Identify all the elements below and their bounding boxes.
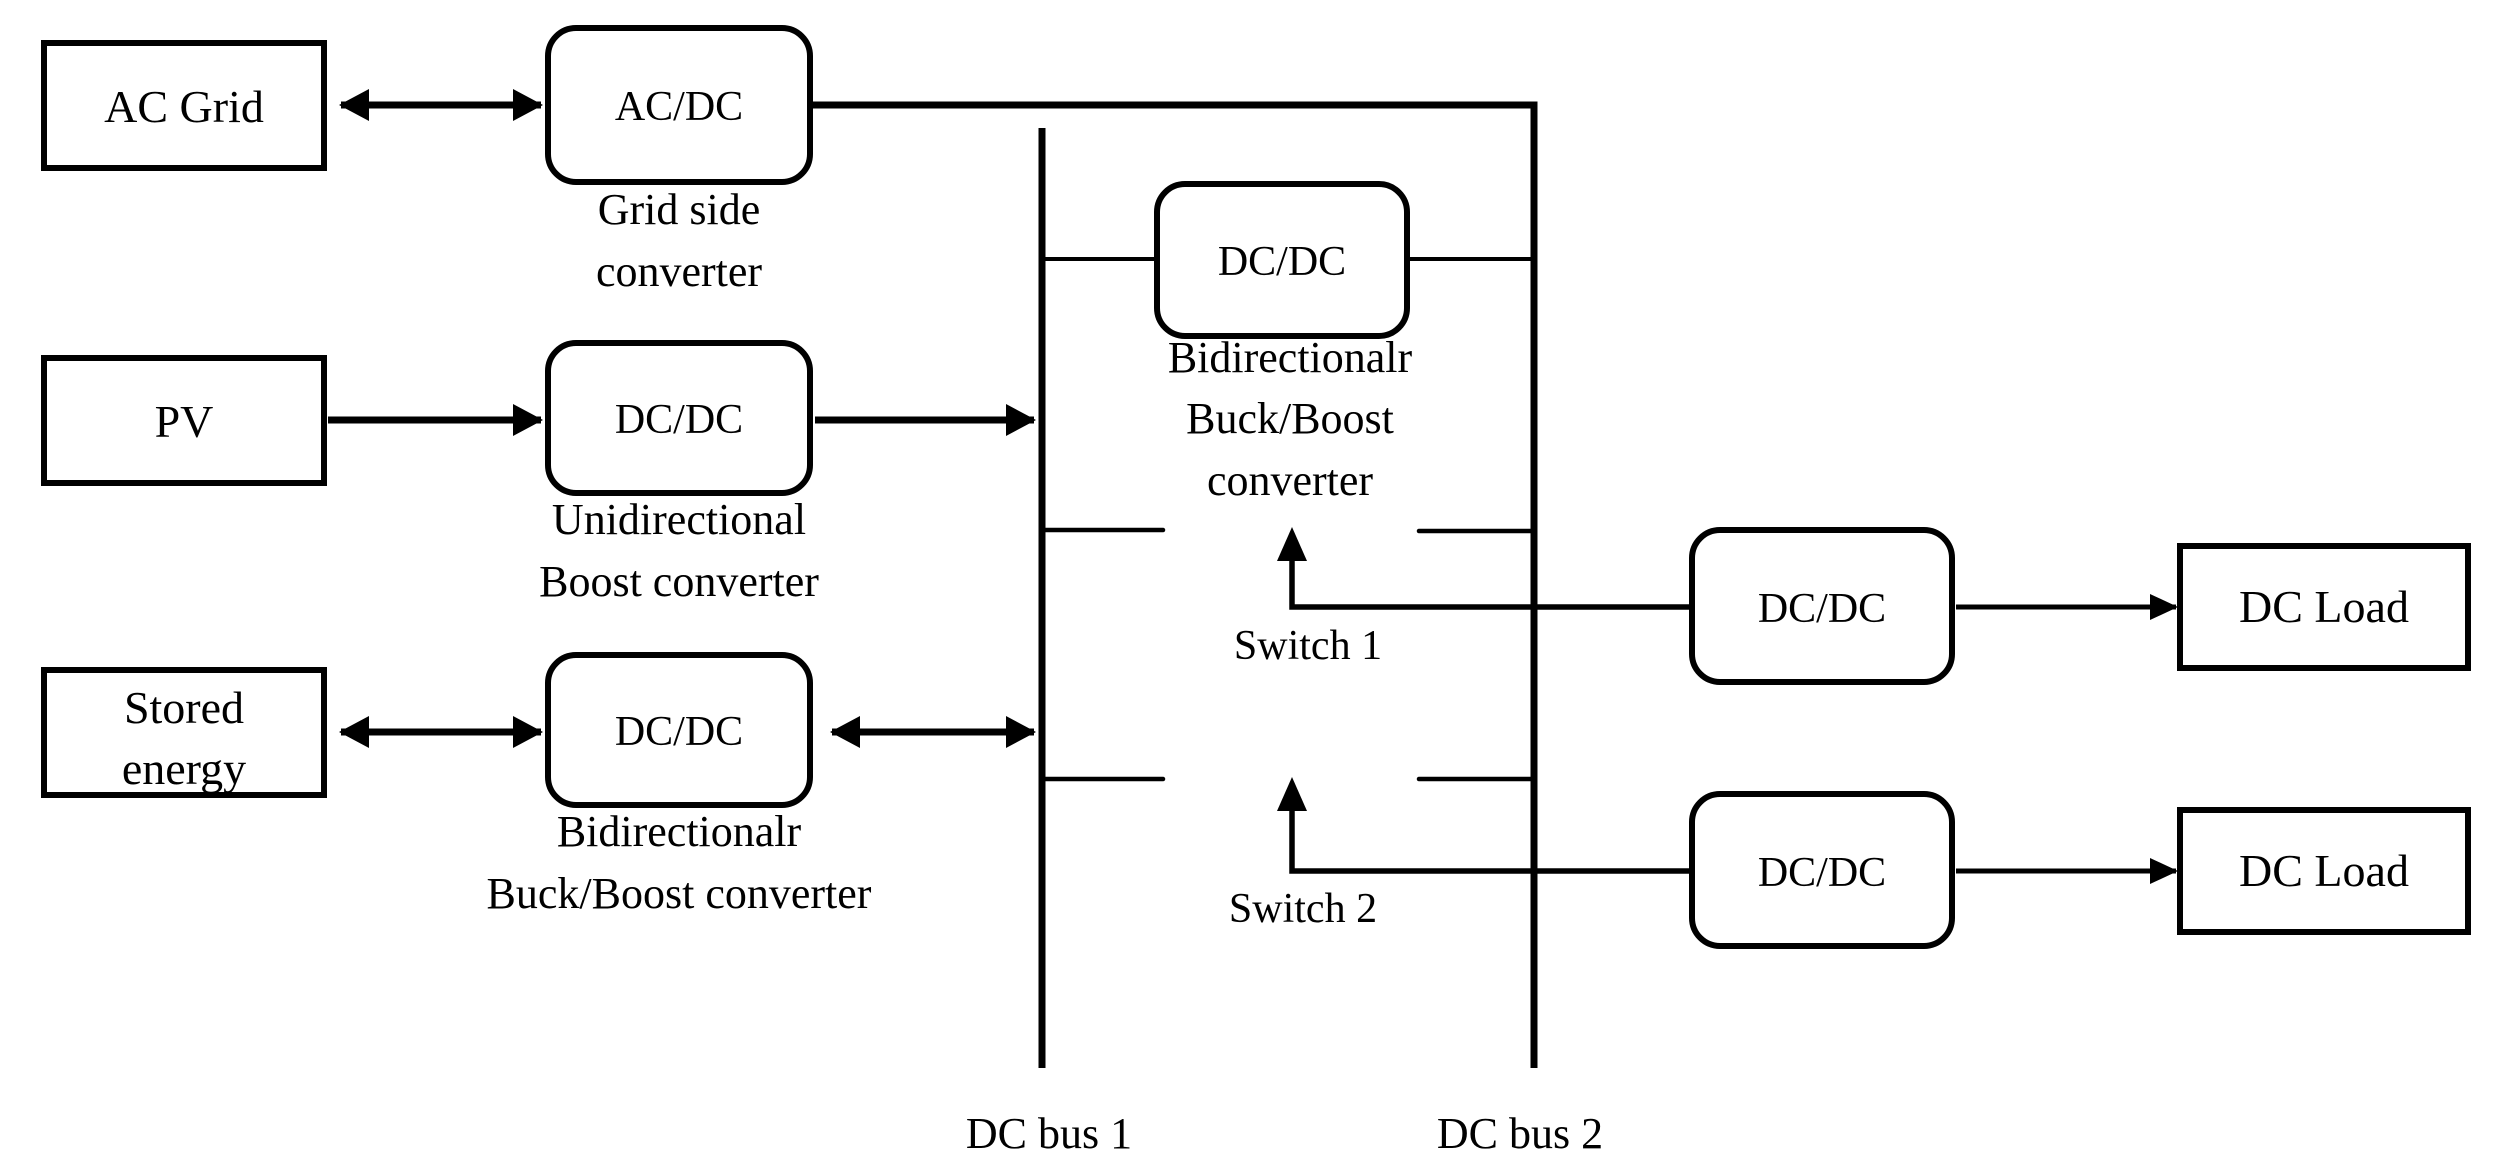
- switch1-to-load1-line: [1289, 557, 1692, 610]
- dc-load2-label: DC Load: [2239, 845, 2409, 896]
- pv-box: [41, 355, 327, 486]
- pv-boost-converter-box: [545, 340, 813, 496]
- switch2-label: Switch 2: [1229, 886, 1377, 932]
- switch2-to-load2-line: [1289, 807, 1692, 874]
- load1-converter-box: [1689, 527, 1955, 685]
- pv-boost-converter-caption-line1: Unidirectional: [552, 495, 806, 544]
- grid-side-converter-box-label: AC/DC: [615, 84, 743, 130]
- load2-converter-box-label: DC/DC: [1758, 850, 1886, 896]
- pv-boost-converter-box-label: DC/DC: [615, 397, 743, 443]
- dc-load1-label: DC Load: [2239, 581, 2409, 632]
- grid-side-converter-box: [545, 25, 813, 185]
- switch1-up-arrowhead: [1277, 527, 1307, 561]
- grid-side-converter-caption-line1: Grid side: [598, 185, 761, 234]
- dc-bus2-label: DC bus 2: [1437, 1109, 1603, 1158]
- ac-grid-label: AC Grid: [104, 81, 264, 132]
- storage-buckboost-converter-caption-line2: Buck/Boost converter: [487, 869, 872, 918]
- storage-buckboost-converter-box-label: DC/DC: [615, 709, 743, 755]
- load2-converter-box: [1689, 791, 1955, 949]
- dc-load1-box: [2177, 543, 2471, 671]
- interlink-converter-caption-line3: converter: [1207, 456, 1373, 505]
- dc-load2-box: [2177, 807, 2471, 935]
- storage-buckboost-converter-caption-line1: Bidirectionalr: [557, 807, 802, 856]
- grid-converter-to-dc-bus-2-line: [813, 101, 1538, 1068]
- dc-bus1-label: DC bus 1: [966, 1109, 1132, 1158]
- interlink-converter-box-label: DC/DC: [1218, 239, 1346, 285]
- stored-energy-label-line2: energy: [122, 743, 246, 794]
- switch2-up-arrowhead: [1277, 777, 1307, 811]
- grid-side-converter-caption-line2: converter: [596, 247, 762, 296]
- pv-label: PV: [155, 396, 214, 447]
- pv-boost-converter-caption-line2: Boost converter: [539, 557, 819, 606]
- interlink-converter-caption-line2: Buck/Boost: [1186, 394, 1394, 443]
- stored-energy-box: [41, 667, 327, 798]
- switch1-label: Switch 1: [1234, 623, 1382, 669]
- load1-converter-box-label: DC/DC: [1758, 586, 1886, 632]
- ac-grid-box: [41, 40, 327, 171]
- stored-energy-label-line1: Stored: [124, 682, 244, 733]
- interlink-converter-caption-line1: Bidirectionalr: [1168, 333, 1413, 382]
- interlink-converter-box: [1154, 181, 1410, 339]
- storage-buckboost-converter-box: [545, 652, 813, 808]
